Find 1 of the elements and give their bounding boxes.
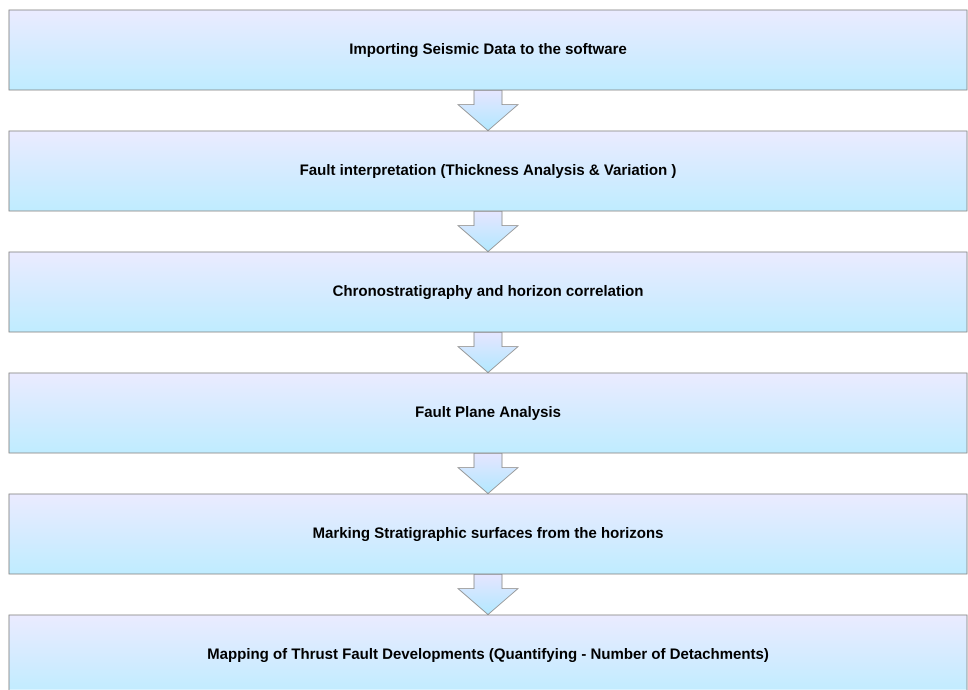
process-box: Mapping of Thrust Fault Developments (Quantifying - Number of Detachments) xyxy=(8,614,968,690)
